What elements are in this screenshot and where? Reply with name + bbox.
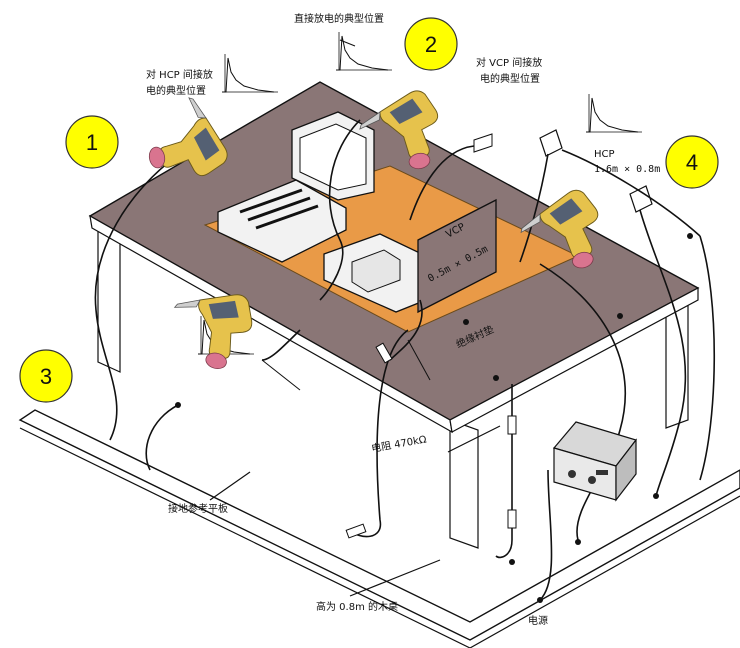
- vertical-coupling-plane: VCP 0.5m × 0.5m: [417, 198, 497, 314]
- svg-text:1: 1: [86, 130, 98, 155]
- label-resistor: 电阻 470kΩ: [370, 432, 427, 455]
- svg-text:3: 3: [40, 364, 52, 389]
- svg-text:4: 4: [686, 150, 698, 175]
- label-vcp-indirect-2: 电的典型位置: [480, 72, 540, 85]
- marker-3: 3: [19, 349, 73, 403]
- label-vcp-indirect-1: 对 VCP 间接放: [476, 56, 542, 69]
- marker-4: 4: [665, 135, 719, 189]
- label-hcp-indirect-1: 对 HCP 间接放: [146, 68, 213, 81]
- ground-reference-plane: [18, 409, 740, 648]
- equipment-under-test: [217, 111, 427, 313]
- label-direct-discharge: 直接放电的典型位置: [294, 12, 384, 25]
- labels: 直接放电的典型位置 对 HCP 间接放 电的典型位置 对 VCP 间接放 电的典…: [146, 12, 660, 627]
- label-hcp-size: 1.6m × 0.8m: [594, 164, 660, 175]
- ground-cables: [94, 119, 716, 603]
- svg-text:2: 2: [425, 32, 437, 57]
- label-ground-plane: 接地参考平板: [168, 502, 228, 515]
- label-hcp-indirect-2: 电的典型位置: [146, 84, 206, 97]
- label-hcp-title: HCP: [594, 149, 615, 160]
- pointer-lines: [209, 39, 501, 597]
- label-wooden-table: 高为 0.8m 的木桌: [316, 600, 398, 613]
- marker-1: 1: [65, 115, 119, 169]
- power-supply-box: [552, 421, 638, 502]
- wall-sockets: [473, 129, 653, 213]
- position-markers: 1 2 3 4: [19, 17, 719, 403]
- label-power-supply: 电源: [528, 614, 548, 627]
- marker-2: 2: [404, 17, 458, 71]
